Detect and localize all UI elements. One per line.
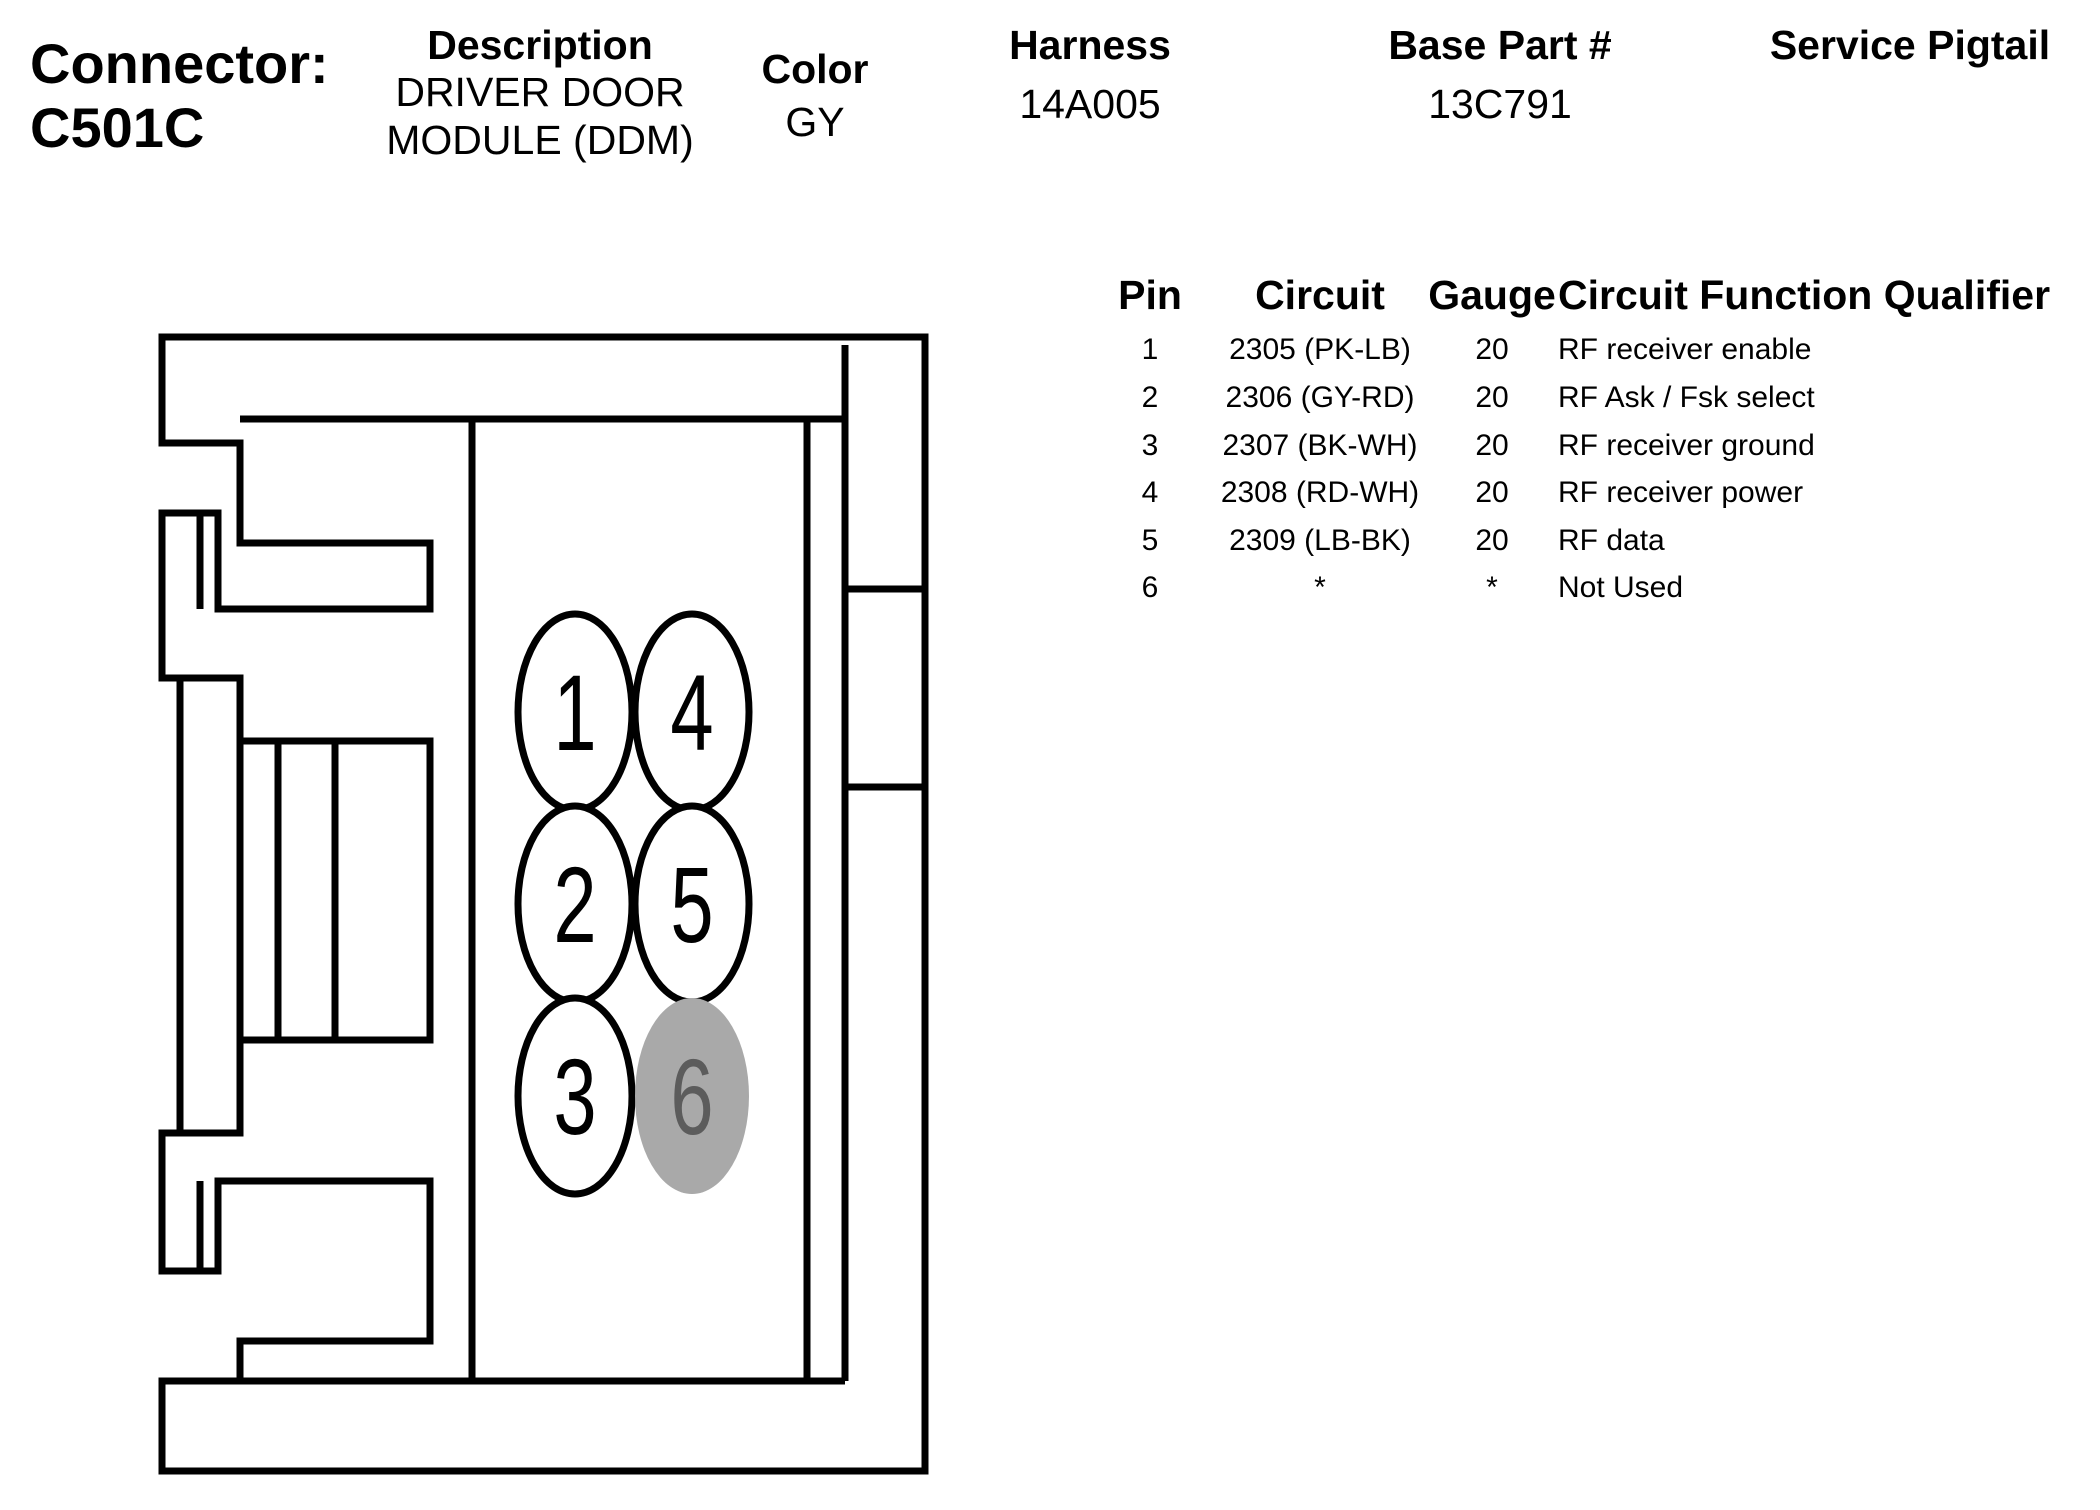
function-header: Circuit Function Qualifier — [1558, 272, 2051, 318]
row-3-gauge: 20 — [1475, 429, 1509, 462]
service-pigtail-column: Service Pigtail — [1740, 22, 2080, 68]
base-part-label: Base Part # — [1388, 22, 1612, 68]
row-5-function: RF data — [1558, 524, 1665, 557]
connector-label: Connector: — [30, 32, 329, 95]
connector-title: Connector: C501C — [30, 32, 329, 160]
row-1-pin: 1 — [1141, 333, 1159, 366]
circuit-header: Circuit — [1255, 272, 1385, 318]
pin-number-5: 5 — [670, 844, 713, 965]
row-2-pin: 2 — [1141, 381, 1159, 414]
row-1-function: RF receiver enable — [1558, 333, 1812, 366]
connector-housing — [158, 333, 929, 1475]
color-label: Color — [761, 46, 869, 92]
row-4-circuit: 2308 (RD-WH) — [1220, 476, 1420, 509]
harness-column: Harness 14A005 — [960, 22, 1220, 128]
row-3-circuit: 2307 (BK-WH) — [1222, 429, 1418, 462]
color-column: Color GY — [735, 46, 895, 146]
row-3-function: RF receiver ground — [1558, 429, 1815, 462]
base-part-column: Base Part # 13C791 — [1340, 22, 1660, 128]
description-value: DRIVER DOOR MODULE (DDM) — [386, 69, 694, 163]
description-column: Description DRIVER DOOR MODULE (DDM) — [330, 22, 750, 164]
pin-number-1: 1 — [553, 652, 596, 773]
pin-cavities: 1 2 3 4 5 6 — [514, 610, 753, 1198]
row-5-gauge: 20 — [1475, 524, 1509, 557]
pin-number-6: 6 — [670, 1036, 713, 1157]
row-6-gauge: * — [1486, 571, 1498, 604]
row-6-circuit: * — [1314, 571, 1326, 604]
pin-number-4: 4 — [670, 652, 713, 773]
connector-id: C501C — [30, 96, 205, 159]
row-3-pin: 3 — [1141, 429, 1159, 462]
harness-label: Harness — [1009, 22, 1171, 68]
row-2-function: RF Ask / Fsk select — [1558, 381, 1815, 414]
pin-number-2: 2 — [553, 844, 596, 965]
base-part-value: 13C791 — [1428, 81, 1572, 127]
description-label: Description — [427, 22, 653, 68]
harness-value: 14A005 — [1019, 81, 1161, 127]
color-value: GY — [785, 99, 845, 145]
row-6-pin: 6 — [1141, 571, 1159, 604]
row-4-pin: 4 — [1141, 476, 1159, 509]
gauge-header: Gauge — [1428, 272, 1556, 318]
row-2-gauge: 20 — [1475, 381, 1509, 414]
service-pigtail-label: Service Pigtail — [1769, 22, 2051, 68]
pin-cavity-3 — [514, 994, 636, 1198]
row-5-circuit: 2309 (LB-BK) — [1229, 524, 1411, 557]
pin-header: Pin — [1118, 272, 1182, 318]
row-4-function: RF receiver power — [1558, 476, 1804, 509]
pin-number-3: 3 — [553, 1036, 596, 1157]
row-6-function: Not Used — [1558, 571, 1684, 604]
row-1-circuit: 2305 (PK-LB) — [1229, 333, 1411, 366]
connector-face-diagram: 1 2 3 4 5 6 — [158, 333, 929, 1475]
pin-cavity-6 — [635, 998, 749, 1194]
right-latch-notch — [845, 585, 925, 791]
row-1-gauge: 20 — [1475, 333, 1509, 366]
row-2-circuit: 2306 (GY-RD) — [1225, 381, 1415, 414]
row-4-gauge: 20 — [1475, 476, 1509, 509]
row-5-pin: 5 — [1141, 524, 1159, 557]
